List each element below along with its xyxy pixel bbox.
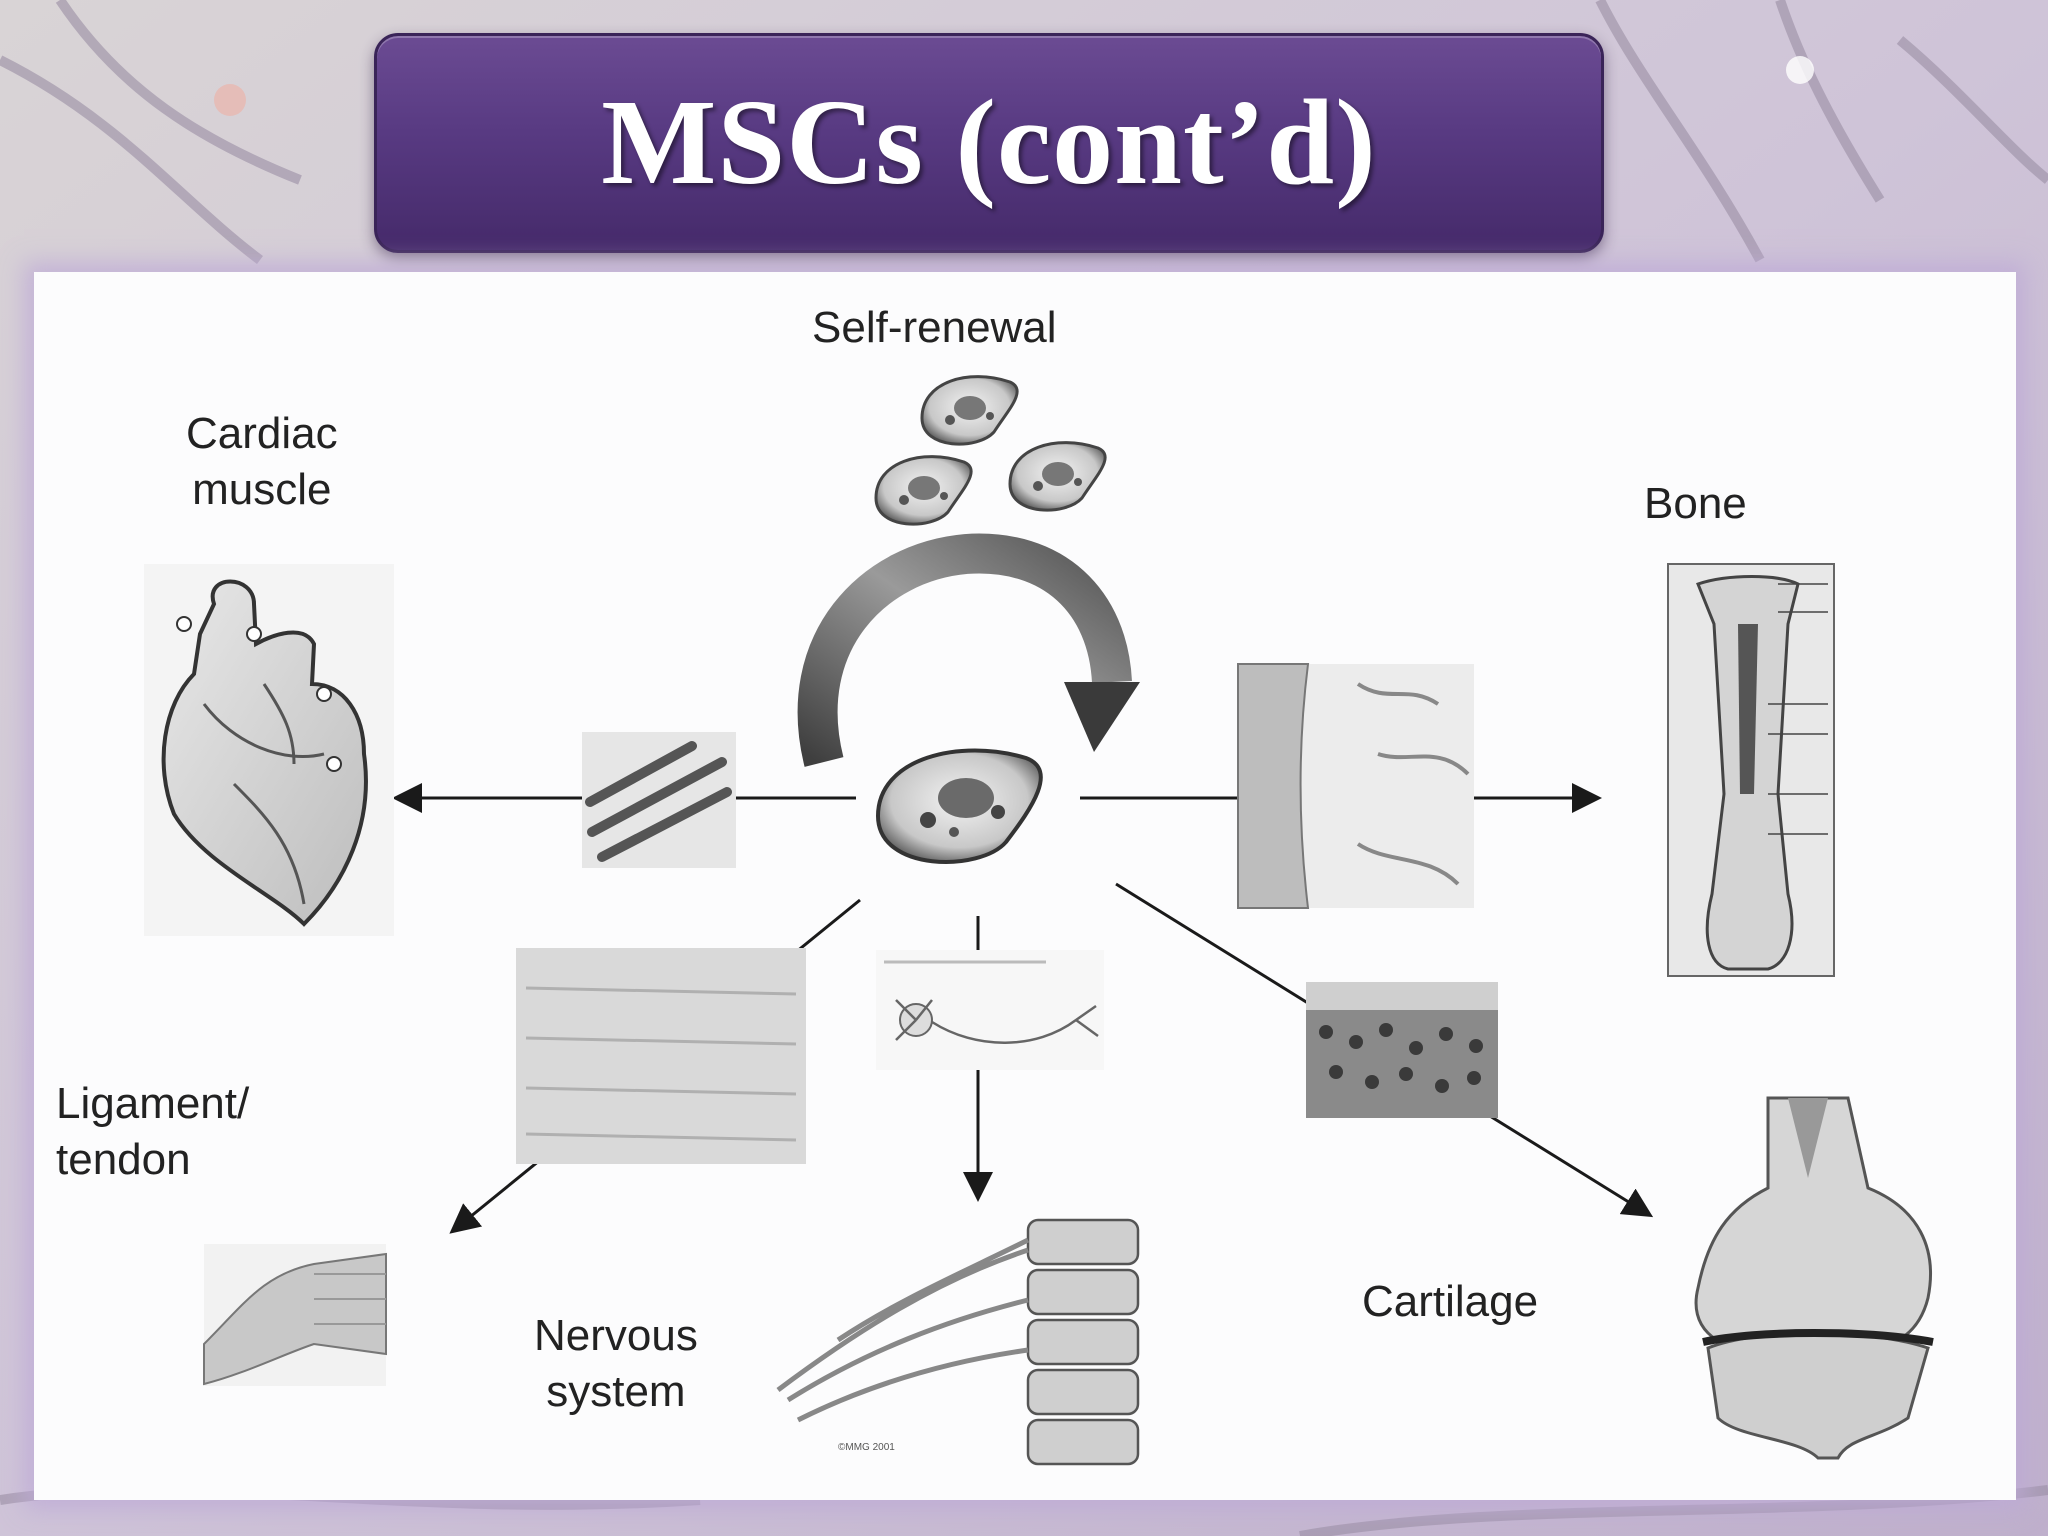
bone-histology-image: [1238, 664, 1474, 908]
diagram-panel: ©MMG 2001 Self-renewal Cardiac muscle Bo…: [34, 272, 2016, 1500]
self-renewal-arrow: [818, 554, 1140, 762]
label-cardiac-muscle: Cardiac muscle: [186, 406, 338, 518]
msc-cell-icon: [1010, 443, 1105, 510]
svg-text:©MMG 2001: ©MMG 2001: [838, 1442, 895, 1453]
msc-cell-icon: [876, 457, 971, 524]
title-banner: MSCs (cont’d): [374, 33, 1604, 253]
central-msc-cell: [878, 750, 1041, 862]
long-bone-illustration: [1668, 564, 1834, 976]
ligament-tissue-image: [516, 948, 806, 1164]
label-nervous-system: Nervous system: [534, 1308, 698, 1420]
neuron-diagram-image: [876, 950, 1104, 1070]
label-bone: Bone: [1644, 476, 1747, 532]
label-cartilage: Cartilage: [1362, 1274, 1538, 1330]
tendon-illustration: [204, 1244, 386, 1386]
knee-joint-illustration: [1696, 1098, 1933, 1458]
cardiac-tissue-image: [582, 732, 736, 868]
label-self-renewal: Self-renewal: [812, 300, 1057, 356]
spine-illustration: ©MMG 2001: [778, 1220, 1138, 1464]
cartilage-histology-image: [1306, 982, 1498, 1118]
heart-illustration: [144, 564, 394, 936]
self-renewal-cells: [876, 377, 1105, 524]
label-ligament-tendon: Ligament/ tendon: [56, 1076, 249, 1188]
msc-cell-icon: [922, 377, 1017, 444]
slide-title: MSCs (cont’d): [601, 82, 1376, 204]
